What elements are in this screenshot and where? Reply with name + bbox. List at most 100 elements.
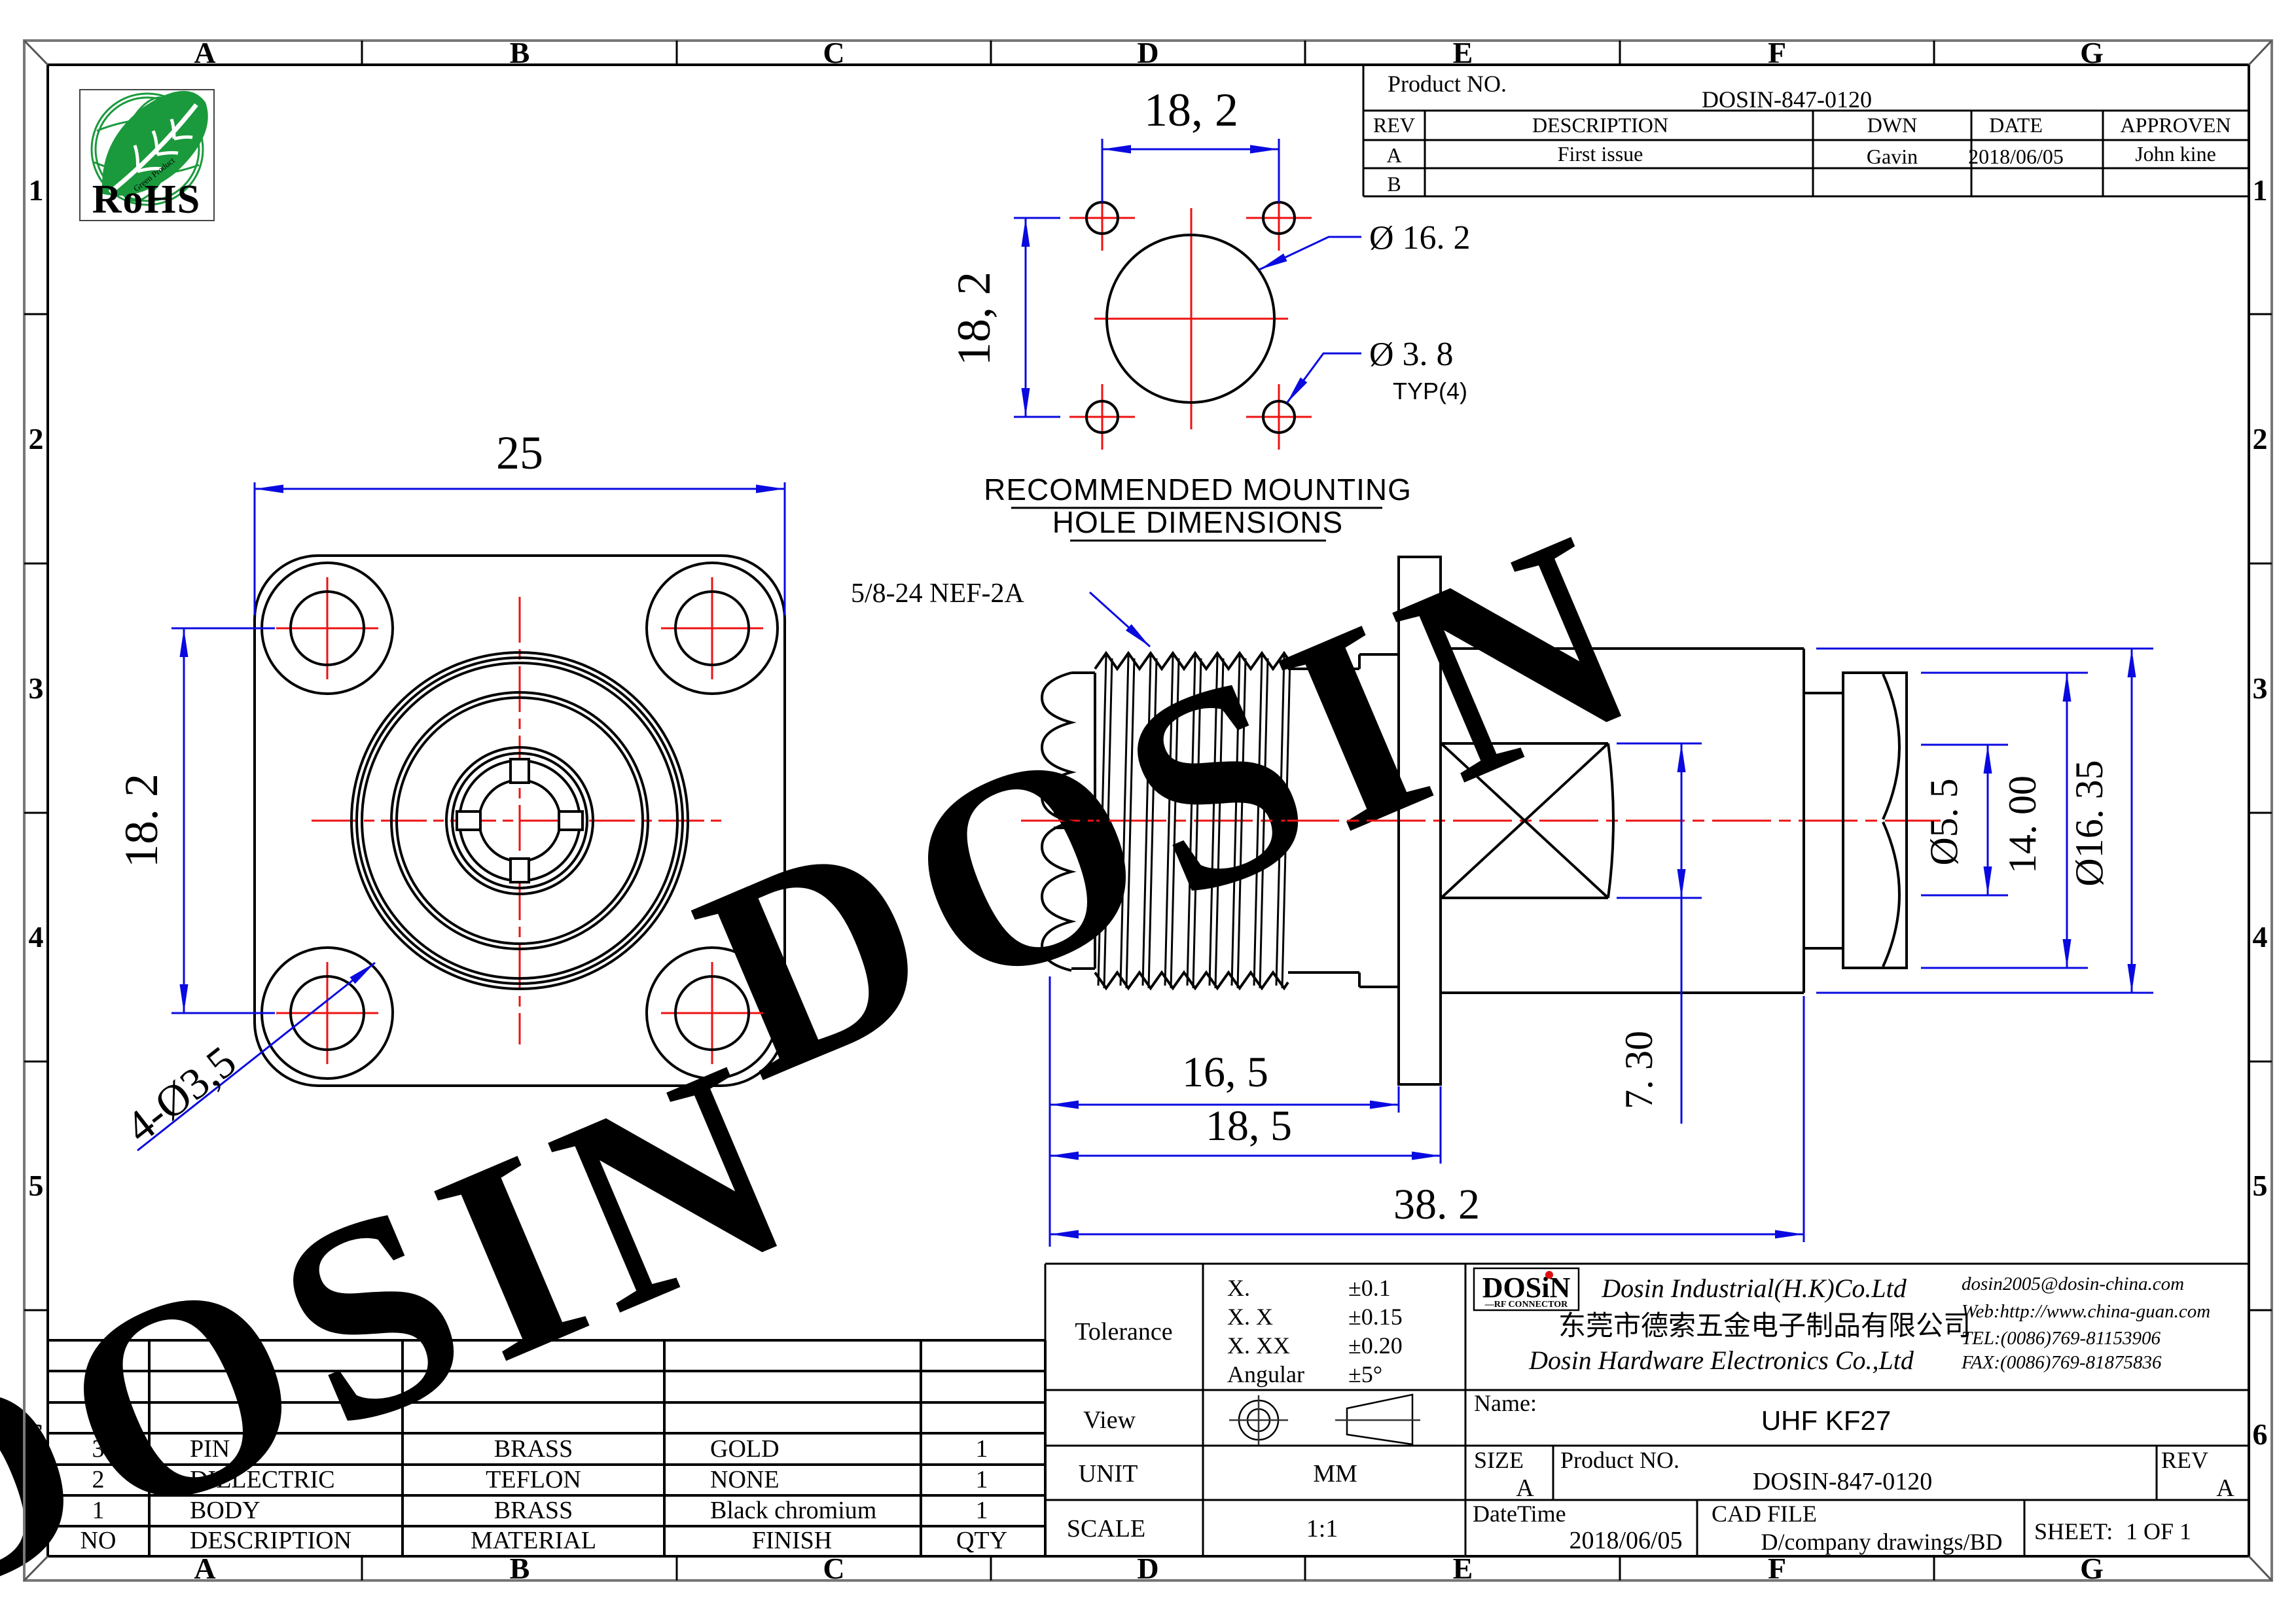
svg-text:C: C: [823, 36, 844, 69]
rohs-text: RoHS: [92, 177, 201, 222]
svg-text:B: B: [510, 36, 530, 69]
svg-text:6: 6: [29, 1418, 44, 1451]
company-name-en1: Dosin Industrial(H.K)Co.Ltd: [1601, 1274, 1907, 1303]
sheet-value: 1 OF 1: [2126, 1518, 2191, 1544]
svg-text:D: D: [1137, 1552, 1158, 1585]
tol-angular-label: Angular: [1227, 1361, 1304, 1387]
bom-row1-finish: Black chromium: [710, 1497, 876, 1524]
bom-header-qty: QTY: [956, 1527, 1007, 1554]
svg-text:C: C: [823, 1552, 844, 1585]
mounting-dia-small: Ø 3. 8: [1369, 336, 1454, 373]
svg-text:6: 6: [2253, 1418, 2268, 1451]
titleblock-product-value: DOSIN-847-0120: [1753, 1468, 1932, 1495]
product-no-value: DOSIN-847-0120: [1702, 86, 1872, 113]
thread-callout: 5/8-24 NEF-2A: [851, 579, 1024, 609]
tolerance-label: Tolerance: [1075, 1318, 1172, 1346]
end-view-dimensions: Ø5. 5 14. 00 Ø16. 35: [1816, 647, 2153, 994]
titleblock-product-label: Product NO.: [1560, 1447, 1679, 1473]
dwn-header: DWN: [1867, 113, 1917, 137]
svg-text:A: A: [194, 1552, 215, 1585]
rev-a-approven: John kine: [2135, 142, 2216, 166]
titleblock-rev-label: REV: [2161, 1447, 2208, 1473]
svg-text:A: A: [194, 36, 215, 69]
description-header: DESCRIPTION: [1532, 113, 1668, 137]
svg-text:4: 4: [2253, 920, 2268, 954]
scale-value: 1:1: [1306, 1515, 1338, 1543]
end-dim-1635: Ø16. 35: [2068, 760, 2111, 886]
svg-text:2: 2: [29, 422, 44, 455]
svg-text:1: 1: [2253, 173, 2268, 207]
bom-row1-qty: 1: [976, 1497, 988, 1524]
mounting-dia-big: Ø 16. 2: [1369, 219, 1471, 257]
sheet-label: SHEET:: [2034, 1518, 2113, 1544]
date-header: DATE: [1989, 113, 2043, 137]
datetime-value: 2018/06/05: [1569, 1527, 1682, 1554]
bom-row3-description: PIN: [190, 1435, 230, 1463]
rev-a-date: 2018/06/05: [1968, 145, 2064, 168]
tol-xxx-value: ±0.20: [1348, 1332, 1403, 1359]
cadfile-label: CAD FILE: [1712, 1501, 1817, 1527]
company-fax: FAX:(0086)769-81875836: [1961, 1352, 2162, 1373]
bom-row2-description: DIELECTRIC: [190, 1466, 335, 1493]
svg-text:1: 1: [29, 173, 44, 207]
bom-row2-material: TEFLON: [486, 1466, 581, 1493]
bom-table: 3 PIN BRASS GOLD 1 2 DIELECTRIC TEFLON N…: [48, 1339, 1047, 1556]
unit-value: MM: [1313, 1460, 1357, 1488]
svg-text:3: 3: [2253, 671, 2268, 705]
svg-text:5: 5: [29, 1169, 44, 1202]
svg-text:F: F: [1768, 1552, 1786, 1585]
rev-header: REV: [1373, 113, 1415, 137]
bom-header-description: DESCRIPTION: [190, 1527, 351, 1554]
rev-a-dwn: Gavin: [1867, 145, 1918, 168]
product-no-label: Product NO.: [1388, 71, 1507, 97]
bom-row3-qty: 1: [976, 1435, 988, 1463]
revision-table: Product NO. DOSIN-847-0120 REV DESCRIPTI…: [1362, 65, 2249, 198]
name-label: Name:: [1474, 1390, 1537, 1416]
side-dim-730: 7. 30: [1617, 1031, 1660, 1109]
dosin-logo: DOSiN —RF CONNECTOR: [1473, 1267, 1580, 1311]
bom-header-no: NO: [81, 1527, 117, 1554]
mounting-typ: TYP(4): [1393, 378, 1467, 404]
tol-x-label: X.: [1227, 1275, 1250, 1301]
tol-x-value: ±0.1: [1348, 1275, 1391, 1301]
company-email: dosin2005@dosin-china.com: [1962, 1274, 2184, 1294]
projection-symbol-icon: [1229, 1393, 1420, 1446]
bom-row1-description: BODY: [190, 1497, 260, 1524]
flange-dim-height: 18. 2: [115, 774, 168, 868]
size-value: A: [1516, 1474, 1534, 1502]
bom-row3-finish: GOLD: [710, 1435, 780, 1463]
datetime-label: DateTime: [1473, 1501, 1566, 1527]
svg-text:G: G: [2080, 36, 2104, 69]
svg-text:E: E: [1453, 36, 1473, 69]
rev-a: A: [1386, 143, 1401, 167]
bom-row2-finish: NONE: [710, 1466, 780, 1493]
svg-text:D: D: [1137, 36, 1158, 69]
rev-a-description: First issue: [1558, 142, 1643, 166]
dosin-logo-text: DOSiN: [1482, 1272, 1571, 1304]
side-dim-382: 38. 2: [1393, 1181, 1480, 1228]
bom-row3-no: 3: [92, 1435, 105, 1463]
size-label: SIZE: [1474, 1447, 1524, 1473]
mounting-hole-diagram: 18, 2 18, 2 Ø 16. 2 Ø 3. 8 TYP(4) RECOMM…: [948, 84, 1471, 542]
bom-row1-no: 1: [92, 1497, 105, 1524]
bom-row2-qty: 1: [976, 1466, 988, 1493]
company-web: Web:http://www.china-guan.com: [1962, 1301, 2210, 1322]
view-label: View: [1083, 1406, 1136, 1434]
title-block: Tolerance X. ±0.1 X. X ±0.15 X. XX ±0.20…: [1044, 1262, 2249, 1556]
unit-label: UNIT: [1079, 1460, 1138, 1488]
name-value: UHF KF27: [1761, 1405, 1891, 1436]
tol-xx-value: ±0.15: [1348, 1304, 1403, 1330]
tol-xxx-label: X. XX: [1227, 1332, 1290, 1359]
svg-text:F: F: [1768, 36, 1786, 69]
scale-label: SCALE: [1067, 1515, 1145, 1543]
sheet-border: [23, 39, 2273, 1582]
tol-xx-label: X. X: [1227, 1304, 1273, 1330]
dosin-logo-dot: [1545, 1271, 1553, 1279]
bom-header-material: MATERIAL: [471, 1527, 596, 1554]
bom-header-finish: FINISH: [752, 1527, 832, 1554]
company-name-cn: 东莞市德索五金电子制品有限公司: [1558, 1311, 1971, 1342]
connector-side-view: 5/8-24 NEF-2A 16, 5 18, 5 38. 2 7. 30: [851, 556, 1941, 1247]
mounting-dim-height: 18, 2: [948, 272, 1000, 366]
mounting-title-line1: RECOMMENDED MOUNTING: [984, 473, 1412, 507]
rev-b: B: [1387, 172, 1401, 196]
